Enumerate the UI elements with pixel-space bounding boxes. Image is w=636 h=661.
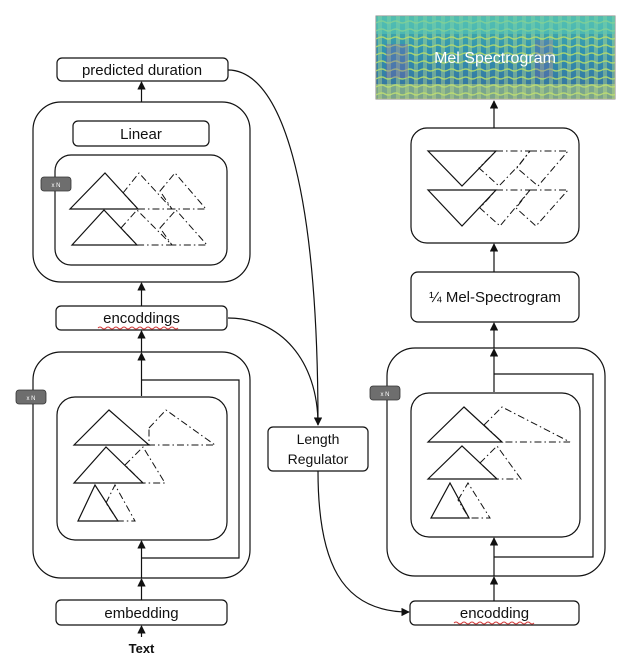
encoder-attention-triangle-small-shadow xyxy=(105,483,136,522)
encoder-attention-triangle-large-shadow xyxy=(148,409,217,446)
mel-spectrogram-image: Mel Spectrogram xyxy=(375,15,616,100)
linear-label: Linear xyxy=(120,126,162,143)
decoder-attention-triangle-mid-shadow xyxy=(479,445,522,480)
duration-to-regulator-curve xyxy=(227,69,323,426)
repeat-badge-duration-label: x N xyxy=(52,183,61,189)
encoder-attention-triangle-large xyxy=(72,409,151,446)
encoder-inner-block xyxy=(56,396,228,541)
postnet-triangle-bottom xyxy=(426,189,498,227)
decoder-column: encodding x N ¼ Mel-Spectrogram xyxy=(369,15,616,626)
decoder-attention-triangle-large-shadow xyxy=(483,406,571,443)
postnet-triangle-bottom-shadow2 xyxy=(515,189,570,227)
length-regulator-label-line2: Regulator xyxy=(288,451,349,467)
encoddings-spell-underline xyxy=(97,326,179,330)
length-regulator: Length Regulator xyxy=(267,426,369,472)
encoder-attention-triangle-mid xyxy=(72,446,145,484)
linear-box xyxy=(72,120,210,147)
decoder-attention-triangle-small-shadow xyxy=(457,482,491,519)
encoddings-to-regulator-curve xyxy=(227,317,319,426)
repeat-badge-decoder-label: x N xyxy=(381,392,390,398)
mel-spectrogram-label: Mel Spectrogram xyxy=(434,50,556,67)
duration-predictor-column: Linear x N predicted duration xyxy=(32,57,251,306)
text-input-label: Text xyxy=(129,641,155,656)
duration-inner-block xyxy=(54,154,228,266)
encodding-label: encodding xyxy=(460,605,529,622)
duration-triangle-bottom-shadow2 xyxy=(159,209,209,246)
quarter-mel-box xyxy=(410,271,580,323)
postnet-block xyxy=(410,127,580,244)
regulator-to-encodding-curve xyxy=(317,470,410,617)
repeat-badge-encoder: x N xyxy=(15,389,47,405)
encoder-column: embedding Text x N encoddings xyxy=(15,305,251,656)
encoder-residual-line xyxy=(141,379,240,559)
decoder-attention-triangle-large xyxy=(426,406,504,443)
embedding-label: embedding xyxy=(104,605,178,622)
postnet-triangle-top-shadow2 xyxy=(516,150,570,187)
quarter-mel-label: ¼ Mel-Spectrogram xyxy=(429,289,561,306)
predicted-duration-label: predicted duration xyxy=(82,62,202,79)
repeat-badge-decoder: x N xyxy=(369,385,401,401)
decoder-attention-triangle-mid xyxy=(426,445,499,480)
repeat-badge-encoder-label: x N xyxy=(27,396,36,402)
duration-triangle-bottom xyxy=(70,209,139,246)
decoder-attention-triangle-small xyxy=(429,481,471,519)
duration-triangle-top xyxy=(68,172,140,210)
duration-triangle-top-shadow2 xyxy=(159,172,208,210)
encodding-spell-underline xyxy=(453,621,535,625)
postnet-triangle-top-shadow xyxy=(478,150,532,187)
length-regulator-label-line1: Length xyxy=(297,431,340,447)
encoder-attention-triangle-mid-shadow xyxy=(124,446,166,484)
decoder-inner-block xyxy=(410,392,581,538)
encoddings-label: encoddings xyxy=(103,310,180,327)
decoder-residual-line xyxy=(494,373,594,558)
repeat-badge-duration: x N xyxy=(40,176,72,192)
